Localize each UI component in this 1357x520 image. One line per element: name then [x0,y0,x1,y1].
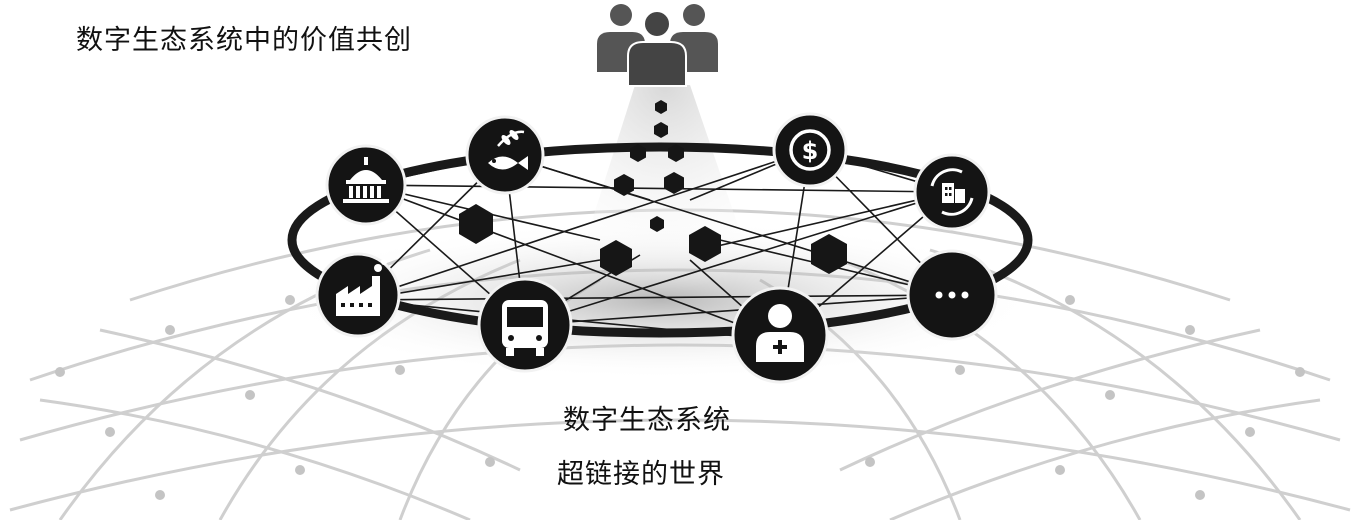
ecosystem-label: 数字生态系统 [563,405,731,436]
node-healthcare [731,286,829,384]
fish-wheat-icon [488,130,528,170]
hyperconnected-world-label: 超链接的世界 [557,459,725,490]
people-group-icon [597,4,718,87]
bus-icon [502,300,548,356]
ecosystem-ring [287,142,1033,338]
diagram-title: 数字生态系统中的价值共创 [76,25,412,56]
value-hexagons [459,100,847,276]
node-more [906,249,998,341]
node-industry [315,252,401,338]
svg-text:$: $ [802,137,819,165]
factory-icon [336,259,387,316]
ellipsis-icon [935,291,969,299]
node-government [325,144,407,226]
doctor-icon [756,304,804,362]
building-cycle-icon [930,168,974,216]
government-building-icon [343,157,389,203]
node-real-estate [913,153,991,231]
node-finance: $ [772,112,848,188]
node-transport [477,277,573,373]
ring-shadow [280,220,1040,380]
globe-wireframe [9,208,1351,520]
dollar-coin-icon: $ [789,129,831,171]
node-agriculture [465,115,545,195]
